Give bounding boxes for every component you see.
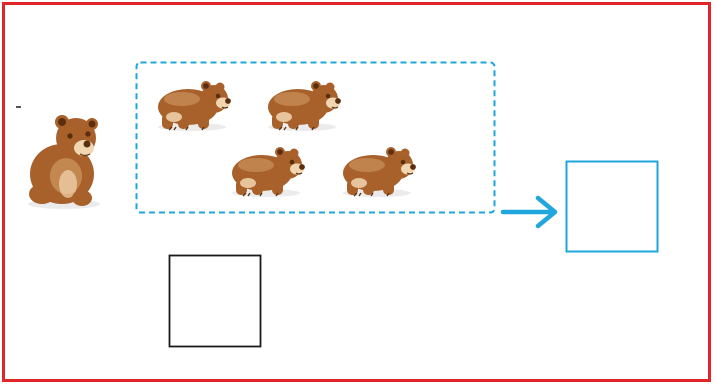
arrow-right-icon bbox=[500, 195, 558, 229]
group-bear-1 bbox=[157, 80, 232, 132]
walking-bear-icon bbox=[342, 146, 417, 198]
single-count-answer-box[interactable] bbox=[168, 254, 262, 348]
group-bear-4 bbox=[342, 146, 417, 198]
group-count-answer-box[interactable] bbox=[565, 160, 659, 253]
walking-bear-icon bbox=[157, 80, 232, 132]
walking-bear-icon bbox=[267, 80, 342, 132]
group-bear-3 bbox=[231, 146, 306, 198]
walking-bear-icon bbox=[231, 146, 306, 198]
bear-group-box bbox=[135, 61, 496, 214]
worksheet-frame bbox=[2, 2, 711, 382]
group-bear-2 bbox=[267, 80, 342, 132]
stray-mark bbox=[16, 106, 21, 108]
standalone-bear bbox=[27, 114, 101, 210]
sitting-bear-icon bbox=[27, 114, 101, 210]
